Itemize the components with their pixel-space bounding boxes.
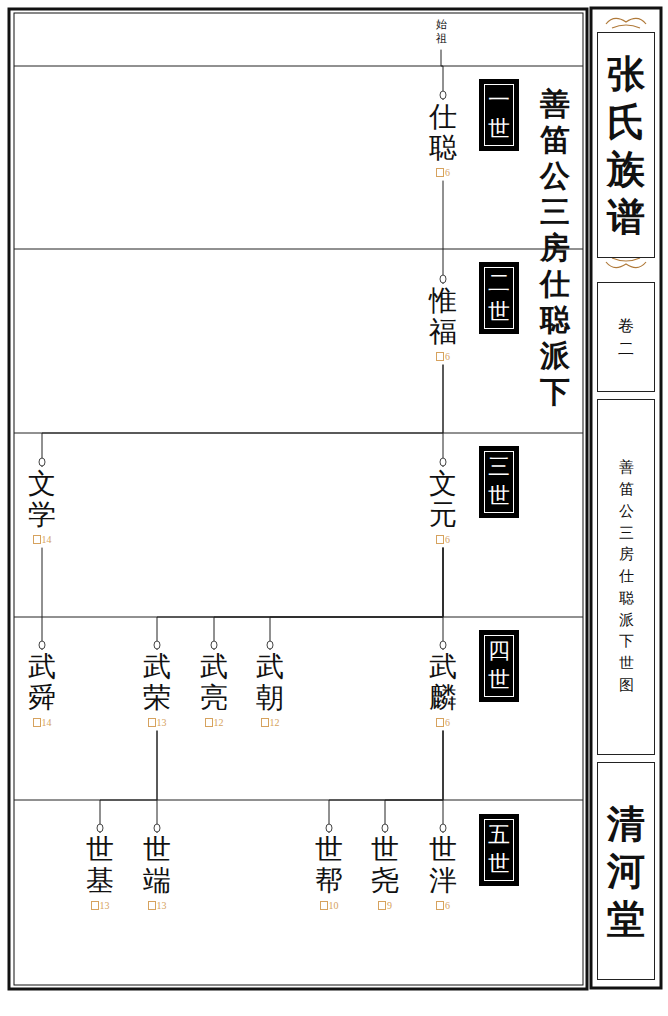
sidebar-text: 善笛公三房仕聪派下世图 xyxy=(619,457,634,696)
generation-label: 四世 xyxy=(488,637,510,694)
page-reference: 13 xyxy=(148,717,167,728)
generation-marker: 五世 xyxy=(480,815,518,885)
page-reference: 13 xyxy=(148,900,167,911)
generation-bands xyxy=(14,66,583,800)
person-name: 世帮 xyxy=(315,835,343,897)
person-name: 武麟 xyxy=(429,652,457,714)
lamp-mark xyxy=(211,641,217,649)
page-reference: 6 xyxy=(436,534,450,545)
person-name: 惟福 xyxy=(429,286,457,348)
generation-marker: 一世 xyxy=(480,80,518,150)
hall-ornament xyxy=(600,772,652,968)
page-reference: 12 xyxy=(261,717,280,728)
sidebar-box: 善笛公三房仕聪派下世图 xyxy=(597,399,655,755)
person-node: 武麟 6 xyxy=(429,650,457,728)
person-name: 文学 xyxy=(28,469,56,531)
person-node: 武朝 12 xyxy=(256,650,284,728)
person-node: 文学 14 xyxy=(28,467,56,545)
person-name: 世泮 xyxy=(429,835,457,897)
lamp-mark xyxy=(39,641,45,649)
generation-marker: 三世 xyxy=(480,447,518,517)
page-reference: 6 xyxy=(436,717,450,728)
lamp-mark xyxy=(154,641,160,649)
sidebar-box: 张氏族谱 xyxy=(597,32,655,258)
person-node: 世基 13 xyxy=(86,833,114,911)
sidebar-box: 清河堂 xyxy=(597,762,655,980)
generation-label: 一世 xyxy=(488,86,510,143)
page-reference: 14 xyxy=(33,717,52,728)
sidebar-box: 卷二 xyxy=(597,282,655,392)
person-name: 武朝 xyxy=(256,652,284,714)
lineage-line xyxy=(214,548,443,650)
person-name: 武舜 xyxy=(28,652,56,714)
person-name: 世基 xyxy=(86,835,114,897)
page-reference: 9 xyxy=(378,900,392,911)
lineage-line xyxy=(443,181,444,284)
page-reference: 6 xyxy=(436,167,450,178)
sidebar-frame xyxy=(591,8,661,988)
person-node: 世端 13 xyxy=(143,833,171,911)
page-reference: 12 xyxy=(205,717,224,728)
person-node: 武舜 14 xyxy=(28,650,56,728)
lineage-line xyxy=(385,731,443,833)
page-reference: 10 xyxy=(320,900,339,911)
generation-marker: 四世 xyxy=(480,631,518,701)
lamp-mark xyxy=(267,641,273,649)
person-node: 惟福 6 xyxy=(429,284,457,362)
lamp-mark xyxy=(440,824,446,832)
generation-label: 五世 xyxy=(488,821,510,878)
page-reference: 6 xyxy=(436,900,450,911)
main-frame-inner xyxy=(14,13,583,985)
sidebar-text: 张氏族谱 xyxy=(607,50,645,240)
person-name: 文元 xyxy=(429,469,457,531)
main-frame xyxy=(9,9,587,989)
page-reference: 14 xyxy=(33,534,52,545)
lamp-mark xyxy=(440,641,446,649)
person-node: 世泮 6 xyxy=(429,833,457,911)
generation-label: 三世 xyxy=(488,453,510,510)
person-name: 世尧 xyxy=(371,835,399,897)
lineage-line xyxy=(157,548,443,650)
lamp-mark xyxy=(440,275,446,283)
lamp-mark xyxy=(440,91,446,99)
person-node: 世帮 10 xyxy=(315,833,343,911)
person-node: 仕聪 6 xyxy=(429,100,457,178)
page-title: 善笛公三房仕聪派下 xyxy=(540,86,570,410)
lamp-mark xyxy=(326,824,332,832)
lamp-mark xyxy=(440,458,446,466)
lineage-line xyxy=(42,365,443,467)
page-reference: 6 xyxy=(436,351,450,362)
generation-label: 二世 xyxy=(488,269,510,326)
generation-marker: 二世 xyxy=(480,263,518,333)
lamp-mark xyxy=(97,824,103,832)
lineage-line xyxy=(329,731,443,833)
lamp-mark xyxy=(382,824,388,832)
ancestor-node: 始祖 xyxy=(436,16,447,47)
sidebar-text: 卷二 xyxy=(618,314,634,360)
person-name: 武荣 xyxy=(143,652,171,714)
lineage-line xyxy=(100,731,157,833)
person-node: 世尧 9 xyxy=(371,833,399,911)
cloud-ornament xyxy=(606,18,646,267)
person-name: 仕聪 xyxy=(429,102,457,164)
person-name: 武亮 xyxy=(200,652,228,714)
person-node: 文元 6 xyxy=(429,467,457,545)
lamp-mark xyxy=(39,458,45,466)
ancestor-name: 始祖 xyxy=(436,18,447,47)
sidebar-text: 清河堂 xyxy=(607,800,645,943)
person-node: 武荣 13 xyxy=(143,650,171,728)
lamp-mark xyxy=(154,824,160,832)
page-reference: 13 xyxy=(91,900,110,911)
lineage-line xyxy=(42,548,43,650)
person-name: 世端 xyxy=(143,835,171,897)
person-node: 武亮 12 xyxy=(200,650,228,728)
lineage-line xyxy=(270,548,443,650)
